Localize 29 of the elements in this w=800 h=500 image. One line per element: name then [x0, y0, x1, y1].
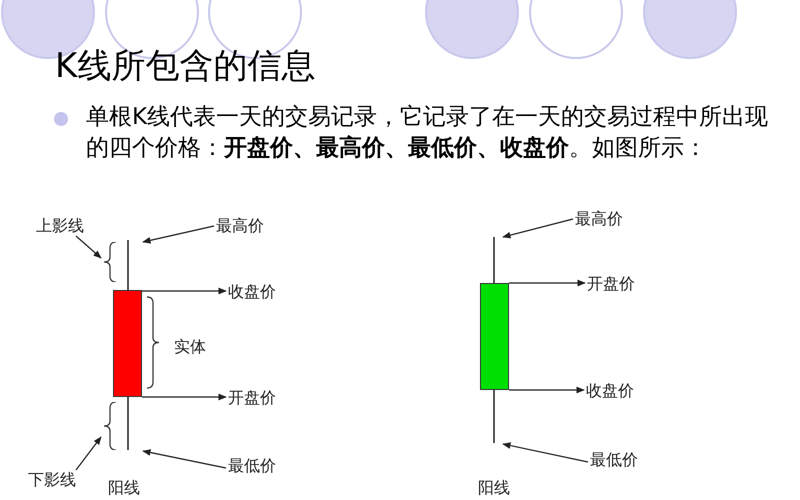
price-label: 最低价 [228, 456, 276, 476]
price-label: 最高价 [575, 209, 623, 229]
price-label: 开盘价 [228, 388, 276, 408]
price-label: 收盘价 [228, 282, 276, 302]
price-label: 最低价 [590, 450, 638, 470]
price-label: 最高价 [216, 216, 264, 236]
arrow [76, 436, 102, 470]
arrow [142, 225, 214, 244]
candle-caption: 阳线 [478, 478, 510, 498]
shadow-label: 上影线 [36, 216, 84, 236]
brace-label: 实体 [174, 337, 206, 357]
slide-title: K线所包含的信息 [55, 45, 316, 88]
arrow [509, 386, 585, 394]
bullet-paragraph: 单根K线代表一天的交易记录，它记录了在一天的交易过程中所出现的四个价格：开盘价、最高价、最低价、收盘价。如图所示： [86, 103, 770, 163]
candle-body [113, 290, 142, 397]
arrow [76, 236, 102, 259]
arrow [502, 442, 588, 463]
price-label: 开盘价 [587, 274, 635, 294]
candle-caption: 阳线 [108, 478, 140, 498]
shadow-label: 下影线 [28, 470, 76, 490]
price-label: 收盘价 [586, 381, 634, 401]
curly-brace [103, 402, 117, 450]
arrow [142, 288, 227, 294]
arrow [509, 280, 586, 286]
curly-brace [103, 242, 117, 282]
arrow [142, 449, 226, 469]
arrow [142, 394, 227, 400]
arrow [502, 218, 574, 238]
candle-body [480, 283, 509, 390]
